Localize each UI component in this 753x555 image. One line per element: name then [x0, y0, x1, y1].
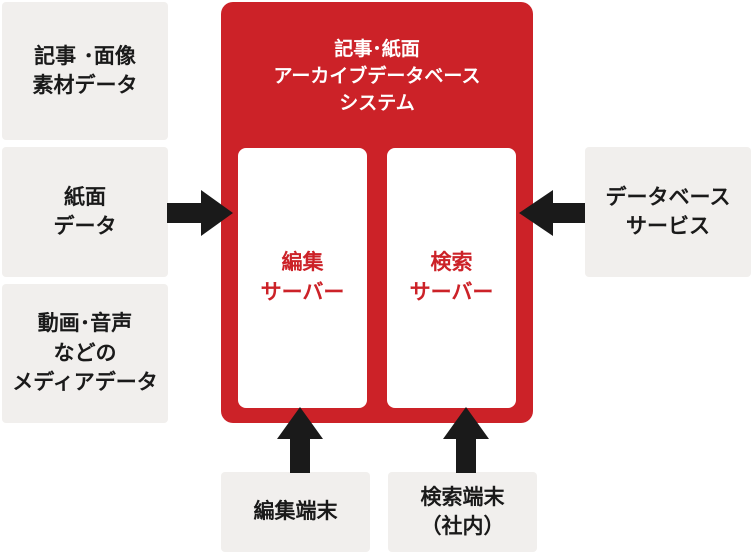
search-server-label: 検索 サーバー	[409, 250, 494, 304]
database-service: データベース サービス	[585, 147, 751, 277]
database-service-label: データベース サービス	[605, 184, 731, 238]
arrow-left-icon	[519, 190, 585, 236]
arrow-up-icon	[443, 407, 489, 473]
search-server: 検索 サーバー	[387, 148, 516, 408]
source-media-data-label: 動画･音声 などの メディアデータ	[12, 311, 158, 395]
arrow-up-icon	[277, 407, 323, 473]
editing-server-label: 編集 サーバー	[260, 250, 345, 304]
editing-terminal-label: 編集端末	[253, 499, 338, 524]
editing-terminal: 編集端末	[221, 472, 370, 552]
archive-database-system: 記事･紙面 アーカイブデータベース システム 編集 サーバー 検索 サーバー	[221, 2, 533, 423]
source-article-image-material-label: 記事 ･面像 素材データ	[32, 43, 138, 97]
search-terminal-internal-label: 検索端末 （社内）	[420, 484, 505, 538]
source-page-data: 紙面 データ	[2, 147, 168, 277]
system-title: 記事･紙面 アーカイブデータベース システム	[273, 38, 481, 114]
editing-server: 編集 サーバー	[238, 148, 367, 408]
arrow-right-icon	[167, 190, 233, 236]
search-terminal-internal: 検索端末 （社内）	[388, 472, 537, 552]
source-page-data-label: 紙面 データ	[53, 184, 117, 238]
source-article-image-material: 記事 ･面像 素材データ	[2, 2, 168, 140]
source-media-data: 動画･音声 などの メディアデータ	[2, 284, 168, 423]
